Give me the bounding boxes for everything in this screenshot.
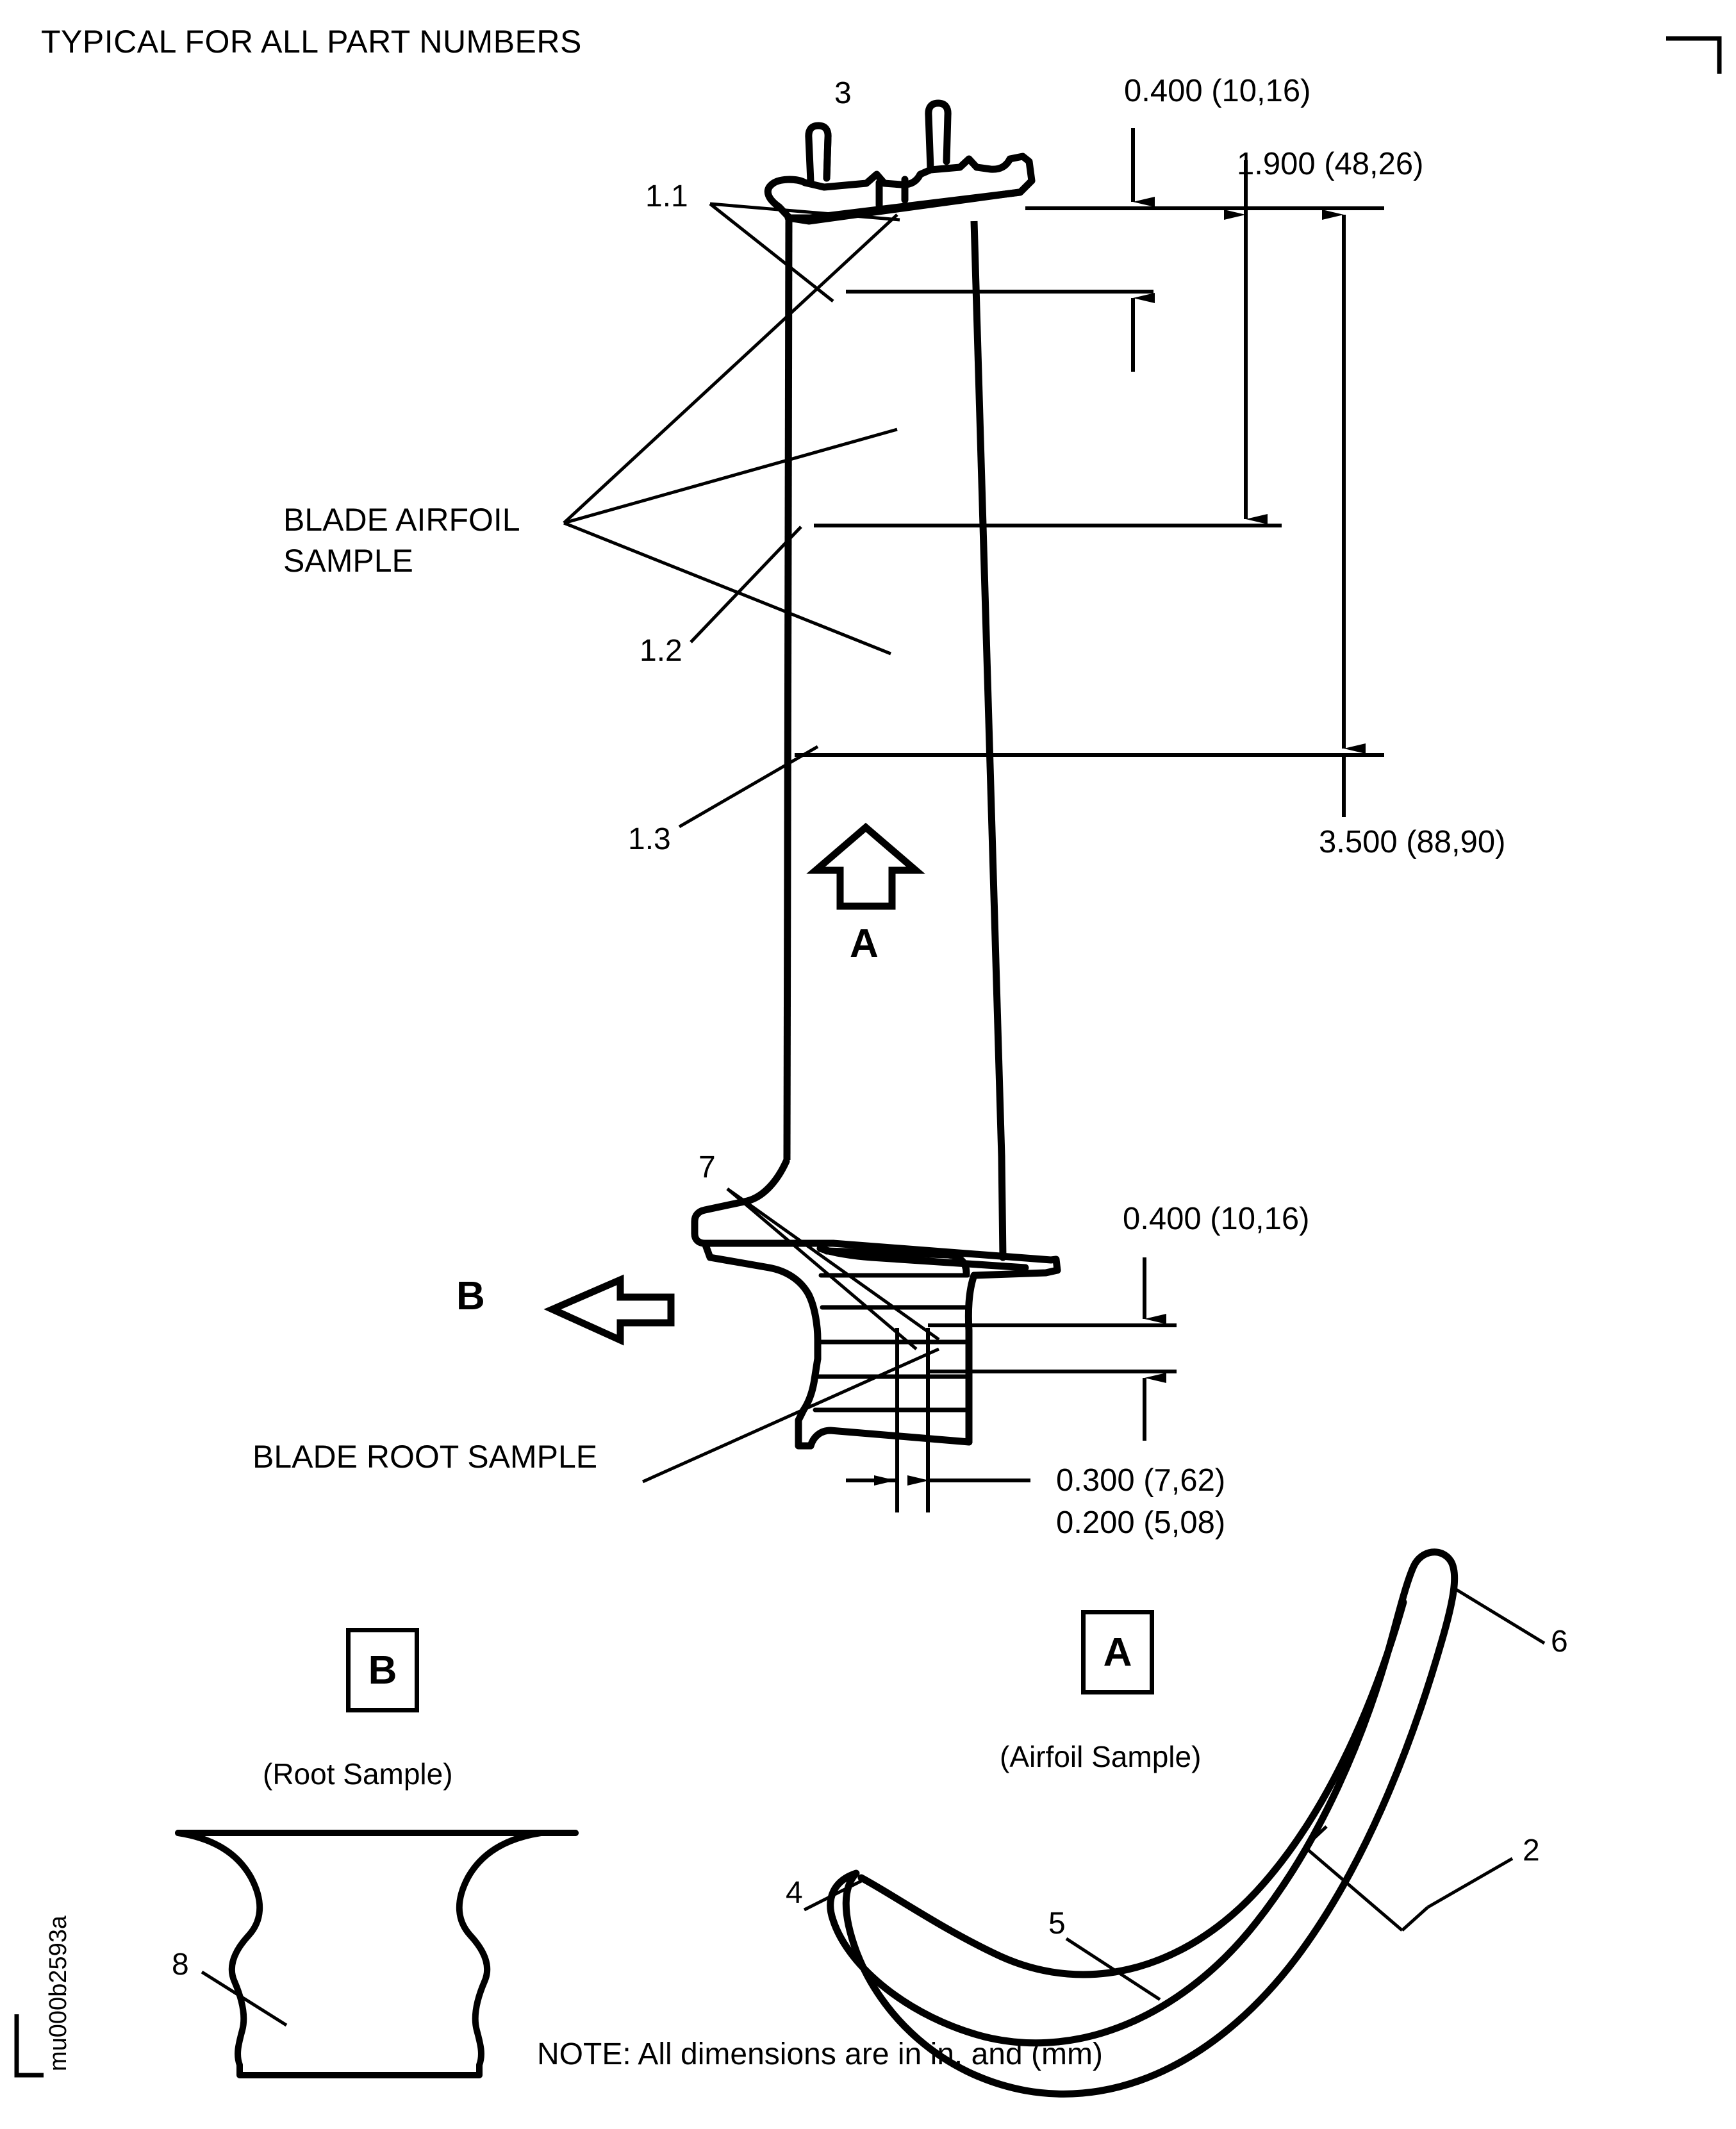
callout-2: 2 — [1523, 1834, 1540, 1868]
callout-3: 3 — [834, 76, 852, 110]
detail-view-a-caption: (Airfoil Sample) — [1000, 1740, 1202, 1773]
leader-lines-detail-a — [803, 1587, 1546, 2001]
callout-5: 5 — [1048, 1907, 1066, 1941]
view-arrow-b-letter: B — [456, 1274, 485, 1318]
dimension-lines-top — [795, 128, 1384, 817]
detail-view-b-caption: (Root Sample) — [263, 1757, 453, 1791]
callout-7: 7 — [699, 1150, 716, 1184]
detail-view-b-box: B — [346, 1628, 419, 1712]
detail-view-a-box: A — [1081, 1610, 1154, 1694]
dimension-root-width-1: 0.300 (7,62) — [1056, 1463, 1226, 1498]
view-arrow-b — [543, 1274, 675, 1346]
dimension-root-height: 0.400 (10,16) — [1123, 1202, 1310, 1236]
callout-1-1: 1.1 — [645, 179, 688, 213]
view-arrow-a-letter: A — [850, 922, 879, 966]
drawing-note: NOTE: All dimensions are in in. and (mm) — [537, 2037, 1103, 2071]
label-blade-root-sample: BLADE ROOT SAMPLE — [252, 1439, 598, 1475]
blade-airfoil-outline — [783, 217, 1005, 1161]
blade-root-assembly — [691, 1153, 1061, 1450]
dimension-tip-to-low: 3.500 (88,90) — [1319, 825, 1506, 859]
leader-lines-root — [641, 1187, 940, 1484]
view-arrow-a — [806, 822, 925, 910]
dimension-tip-offset: 0.400 (10,16) — [1124, 74, 1311, 108]
detail-view-b-letter: B — [368, 1648, 397, 1693]
detail-root-section — [175, 1830, 579, 2078]
dimension-root-width-2: 0.200 (5,08) — [1056, 1505, 1226, 1540]
dimension-lines-root — [846, 1257, 1177, 1512]
drawing-title: TYPICAL FOR ALL PART NUMBERS — [41, 24, 582, 60]
callout-1-3: 1.3 — [628, 822, 671, 856]
label-blade-airfoil-sample-line2: SAMPLE — [283, 543, 413, 579]
detail-airfoil-section — [827, 1548, 1459, 2098]
label-blade-airfoil-sample-line1: BLADE AIRFOIL — [283, 502, 520, 538]
blade-tip-shroud — [764, 99, 1036, 225]
callout-6: 6 — [1551, 1625, 1568, 1659]
callout-8: 8 — [172, 1948, 189, 1982]
dimension-tip-to-mid: 1.900 (48,26) — [1237, 147, 1424, 181]
leader-line-8 — [201, 1970, 288, 2027]
corner-mark-bottom-left — [14, 2014, 44, 2078]
callout-1-2: 1.2 — [640, 634, 682, 668]
callout-4: 4 — [786, 1876, 803, 1910]
figure-id: mu000b2593a — [45, 1916, 72, 2071]
corner-mark-top-right — [1666, 36, 1722, 74]
detail-view-a-letter: A — [1103, 1630, 1132, 1675]
leader-lines-airfoil — [563, 202, 900, 829]
